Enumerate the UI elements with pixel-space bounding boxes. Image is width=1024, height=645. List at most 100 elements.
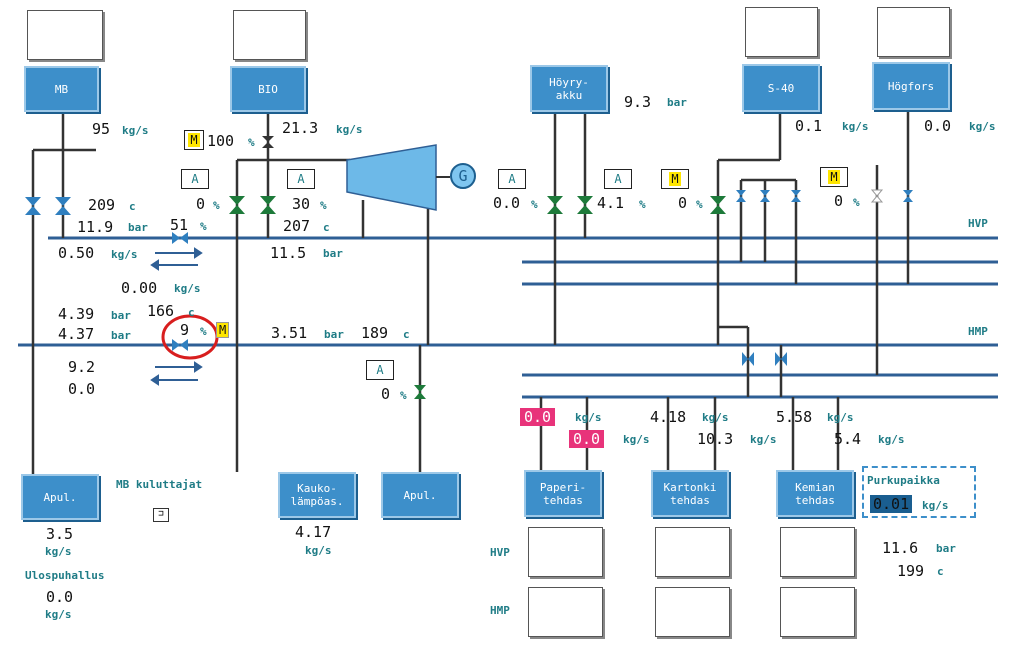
- reducer-2-pct: 9: [180, 321, 190, 339]
- valve-hmp-2: [775, 352, 787, 366]
- mode-hoyry-1[interactable]: A: [498, 169, 526, 189]
- trend-hogfors[interactable]: [877, 7, 950, 57]
- kartonki-hvp: 4.18: [650, 408, 687, 426]
- unit: bar: [324, 328, 344, 341]
- hogfors-valve-pct: 0: [834, 192, 844, 210]
- mode-reducer-2[interactable]: M: [216, 322, 230, 338]
- unit: kg/s: [827, 411, 854, 424]
- unit: kg/s: [336, 123, 363, 136]
- mb-kuluttajat-button[interactable]: ⊐: [153, 508, 169, 522]
- reducer-valve-2: [172, 339, 188, 351]
- label-mb-kuluttajat: MB kuluttajat: [116, 478, 203, 491]
- kemian-hvp: 5.58: [776, 408, 813, 426]
- unit: c: [129, 200, 136, 213]
- flow-000: 0.00: [121, 279, 158, 297]
- mode-apul2[interactable]: A: [366, 360, 394, 380]
- unit: kg/s: [305, 544, 332, 557]
- hoyry-valve1-pct: 0.0: [493, 194, 521, 212]
- label-trend-hvp: HVP: [490, 546, 510, 559]
- trend-paperi-hmp[interactable]: [528, 587, 603, 637]
- mb-valve-pct: 0: [196, 195, 206, 213]
- unit: bar: [936, 542, 956, 555]
- trend-kartonki-hvp[interactable]: [655, 527, 730, 577]
- bio-valve2-pct: 30: [292, 195, 311, 213]
- unit: %: [639, 198, 646, 211]
- mode-hogfors[interactable]: M: [820, 167, 848, 187]
- block-paperitehdas[interactable]: Paperi- tehdas: [524, 470, 602, 517]
- paperi-hvp-value[interactable]: 0.0: [520, 408, 556, 426]
- valve-hoyry-1: [547, 196, 563, 214]
- block-kartonkitehdas[interactable]: Kartonki tehdas: [651, 470, 729, 517]
- purkupaikka-value[interactable]: 0.01: [870, 495, 913, 513]
- valve-apul2: [414, 385, 426, 399]
- bio-bar: 11.5: [270, 244, 307, 262]
- paperi-hmp-value[interactable]: 0.0: [569, 430, 605, 448]
- unit: %: [248, 136, 255, 149]
- unit: c: [188, 306, 195, 319]
- unit: kg/s: [111, 248, 138, 261]
- unit: kg/s: [623, 433, 650, 446]
- unit: kg/s: [122, 124, 149, 137]
- generator-icon[interactable]: G: [450, 163, 476, 189]
- block-apul-1[interactable]: Apul.: [21, 474, 99, 520]
- trend-bio[interactable]: [233, 10, 306, 60]
- trend-s40[interactable]: [745, 7, 818, 57]
- kauko-flow: 4.17: [295, 523, 332, 541]
- block-apul-2[interactable]: Apul.: [381, 472, 459, 518]
- annotation-circle: [161, 314, 219, 360]
- valve-s40-2: [736, 190, 746, 202]
- unit: kg/s: [575, 411, 602, 424]
- s40-valve-pct: 0: [678, 194, 688, 212]
- mode-bio-top[interactable]: M: [184, 130, 204, 150]
- unit: %: [320, 199, 327, 212]
- valves: [25, 136, 913, 399]
- unit: %: [200, 325, 207, 338]
- unit: kg/s: [750, 433, 777, 446]
- label-purkupaikka: Purkupaikka: [867, 474, 940, 487]
- bio-valve-pct: 100: [207, 132, 235, 150]
- unit: %: [400, 389, 407, 402]
- unit: bar: [667, 96, 687, 109]
- unit: %: [213, 199, 220, 212]
- turbine-icon: [346, 144, 437, 211]
- unit: bar: [111, 329, 131, 342]
- trend-paperi-hvp[interactable]: [528, 527, 603, 577]
- hoyry-valve2-pct: 4.1: [597, 194, 625, 212]
- block-kemiantehdas[interactable]: Kemian tehdas: [776, 470, 854, 517]
- block-mb[interactable]: MB: [24, 66, 99, 112]
- unit-purkupaikka: kg/s: [922, 499, 949, 512]
- unit: kg/s: [878, 433, 905, 446]
- block-s40[interactable]: S-40: [742, 64, 820, 112]
- vertical-pipes: [31, 112, 910, 475]
- unit: c: [937, 565, 944, 578]
- label-hvp: HVP: [968, 217, 988, 230]
- label-trend-hmp: HMP: [490, 604, 510, 617]
- trend-kemian-hvp[interactable]: [780, 527, 855, 577]
- mode-s40[interactable]: M: [661, 169, 689, 189]
- purkupaikka-box: [862, 466, 976, 518]
- unit: %: [696, 198, 703, 211]
- reducer-1-pct: 51: [170, 216, 189, 234]
- label-ulospuhallus: Ulospuhallus: [25, 569, 105, 582]
- bar-351: 3.51: [271, 324, 308, 342]
- temp-189: 189: [361, 324, 389, 342]
- val-92: 9.2: [68, 358, 96, 376]
- mode-bio-valve[interactable]: A: [287, 169, 315, 189]
- mode-mb-valve[interactable]: A: [181, 169, 209, 189]
- mode-hoyry-2[interactable]: A: [604, 169, 632, 189]
- trend-kemian-hmp[interactable]: [780, 587, 855, 637]
- trend-mb[interactable]: [27, 10, 103, 60]
- block-kaukolampo[interactable]: Kauko- lämpöas.: [278, 472, 356, 518]
- trend-kartonki-hmp[interactable]: [655, 587, 730, 637]
- block-hoyry-akku[interactable]: Höyry- akku: [530, 65, 608, 112]
- unit: bar: [128, 221, 148, 234]
- mb-flow: 95: [92, 120, 111, 138]
- bar-437: 4.37: [58, 325, 95, 343]
- unit: bar: [111, 309, 131, 322]
- block-hogfors[interactable]: Högfors: [872, 62, 950, 110]
- unit: kg/s: [45, 608, 72, 621]
- hogfors-flow: 0.0: [924, 117, 952, 135]
- mb-temp: 209: [88, 196, 116, 214]
- block-bio[interactable]: BIO: [230, 66, 306, 112]
- valve-hogfors-2: [903, 190, 913, 202]
